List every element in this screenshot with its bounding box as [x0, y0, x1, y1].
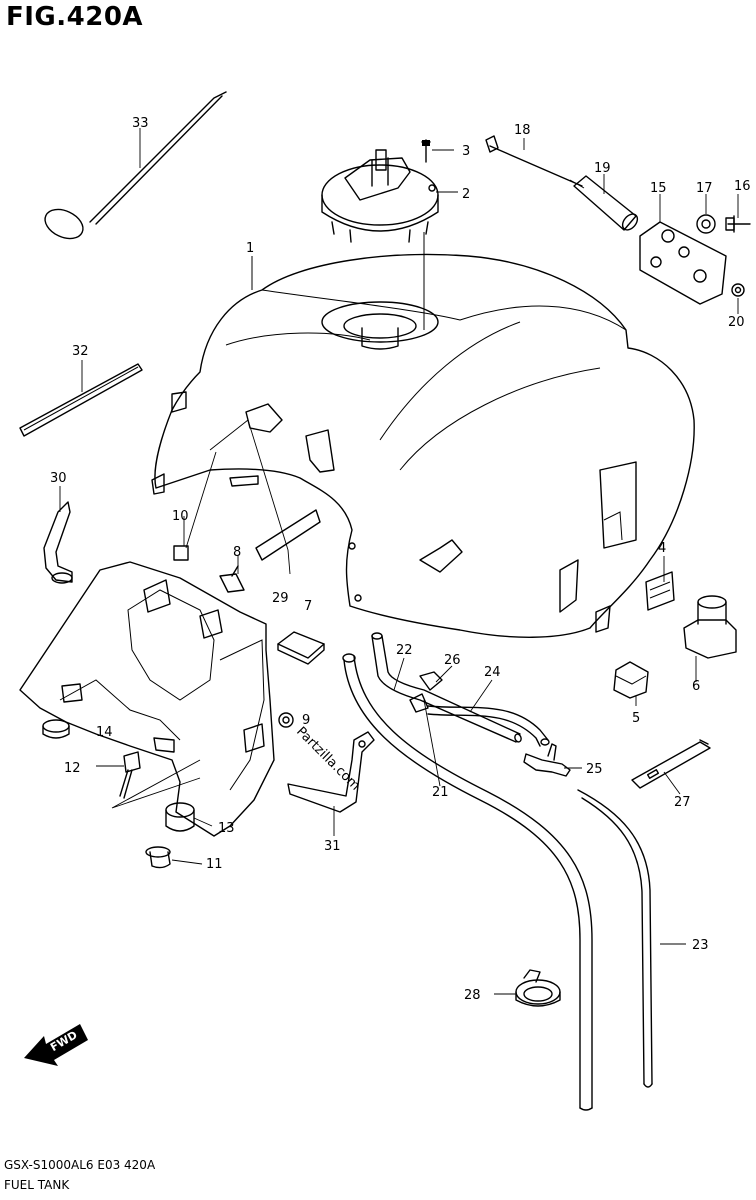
- part-33-wire-hook[interactable]: [40, 91, 227, 244]
- part-28-clamp[interactable]: [515, 969, 561, 1007]
- callout-7: 7: [304, 599, 312, 614]
- part-3-screw[interactable]: [421, 139, 431, 163]
- callout-28: 28: [464, 988, 481, 1003]
- part-16-bolt[interactable]: [725, 215, 751, 233]
- callout-20: 20: [728, 315, 745, 330]
- part-19-spacer-tube[interactable]: [573, 175, 640, 233]
- callout-10: 10: [172, 509, 189, 524]
- part-6-cap[interactable]: [683, 595, 737, 659]
- leader-lines: [59, 128, 739, 995]
- callout-27: 27: [674, 795, 691, 810]
- part-10-clip[interactable]: [173, 545, 189, 561]
- callout-6: 6: [692, 679, 700, 694]
- part-24-hose[interactable]: [427, 705, 550, 747]
- part-2-fuel-cap-assembly[interactable]: [321, 149, 439, 243]
- figure-title: FIG.420A: [6, 2, 144, 32]
- part-9-collar[interactable]: [278, 712, 294, 728]
- callout-3: 3: [462, 144, 470, 159]
- part-27-strap[interactable]: [631, 739, 711, 789]
- callout-11: 11: [206, 857, 223, 872]
- part-5-cushion[interactable]: [613, 661, 649, 699]
- callout-1: 1: [246, 241, 254, 256]
- callout-9: 9: [302, 713, 310, 728]
- part-31-bracket[interactable]: [287, 731, 375, 813]
- part-30-bracket[interactable]: [43, 501, 73, 584]
- callout-4: 4: [658, 541, 666, 556]
- part-17-nut[interactable]: [696, 214, 716, 234]
- callout-32: 32: [72, 344, 89, 359]
- callout-16: 16: [734, 179, 751, 194]
- tank-lower-tray[interactable]: [19, 561, 275, 837]
- callout-13: 13: [218, 821, 235, 836]
- part-20-nut[interactable]: [731, 283, 745, 297]
- callout-14: 14: [96, 725, 113, 740]
- callout-19: 19: [594, 161, 611, 176]
- part-23-hose[interactable]: [577, 789, 653, 1088]
- part-14-damper[interactable]: [42, 719, 70, 739]
- callout-5: 5: [632, 711, 640, 726]
- callout-33: 33: [132, 116, 149, 131]
- callout-25: 25: [586, 762, 603, 777]
- callout-17: 17: [696, 181, 713, 196]
- diagram-name: FUEL TANK: [4, 1178, 70, 1192]
- callout-8: 8: [233, 545, 241, 560]
- part-12-bolt[interactable]: [111, 751, 201, 809]
- callout-labels: 33 32 30 3 2 1 18 19 15 17 16 20 10 8 29…: [50, 116, 751, 1003]
- callout-15: 15: [650, 181, 667, 196]
- part-7-cushion[interactable]: [277, 631, 325, 665]
- part-11-bolt[interactable]: [145, 846, 171, 869]
- callout-31: 31: [324, 839, 341, 854]
- part-32-rubber-strip[interactable]: [19, 363, 143, 437]
- part-18-long-bolt[interactable]: [485, 135, 585, 189]
- part-26-clamp[interactable]: [409, 671, 443, 713]
- part-8-bolt[interactable]: [219, 565, 245, 593]
- callout-2: 2: [462, 187, 470, 202]
- callout-23: 23: [692, 938, 709, 953]
- part-22-breather-hose[interactable]: [371, 632, 522, 743]
- part-4-label[interactable]: [645, 571, 675, 611]
- part-29-pad[interactable]: [185, 419, 321, 575]
- diagram-code: GSX-S1000AL6 E03 420A: [4, 1158, 156, 1172]
- callout-12: 12: [64, 761, 81, 776]
- part-15-bracket[interactable]: [639, 221, 727, 305]
- part-1-fuel-tank[interactable]: [151, 232, 695, 638]
- part-25-joint[interactable]: [523, 743, 571, 777]
- callout-26: 26: [444, 653, 461, 668]
- part-13-grommet[interactable]: [165, 802, 195, 832]
- callout-24: 24: [484, 665, 501, 680]
- forward-direction-arrow-icon: FWD: [24, 1024, 88, 1066]
- callout-21: 21: [432, 785, 449, 800]
- callout-18: 18: [514, 123, 531, 138]
- callout-22: 22: [396, 643, 413, 658]
- part-21-drain-hose[interactable]: [342, 653, 593, 1111]
- callout-29: 29: [272, 591, 289, 606]
- callout-30: 30: [50, 471, 67, 486]
